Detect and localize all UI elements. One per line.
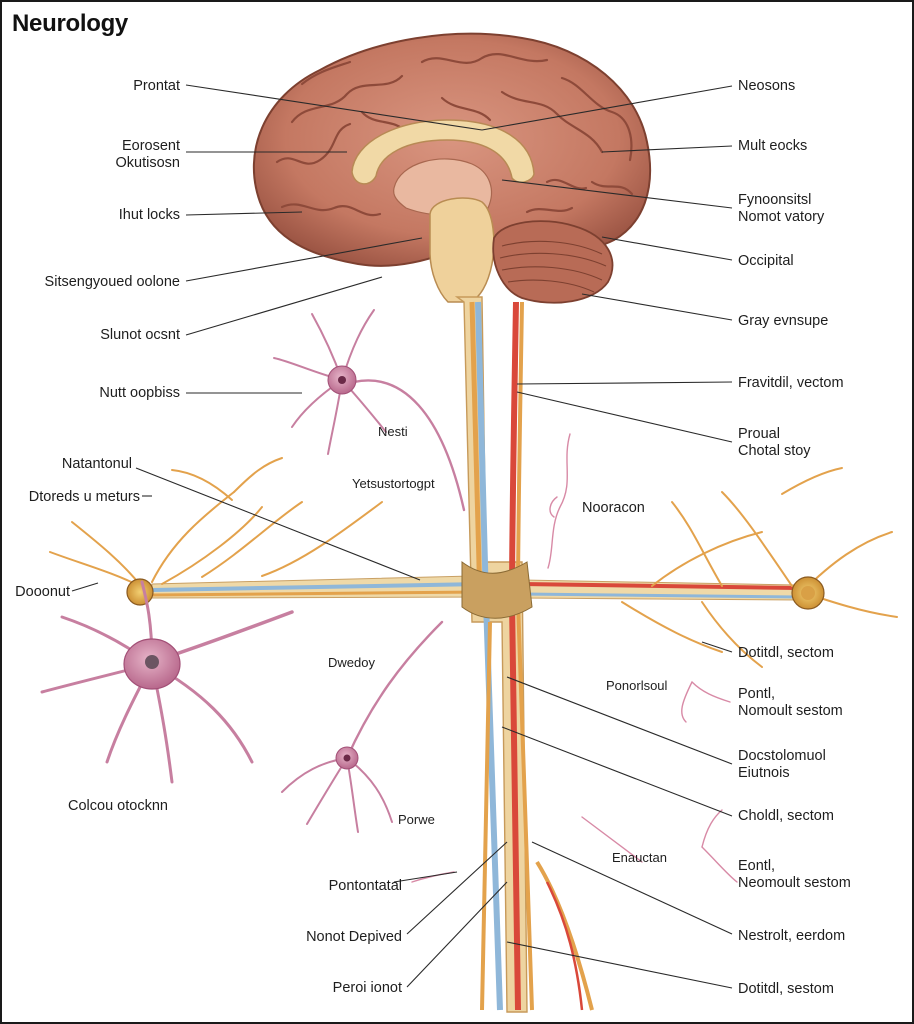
label-right-5: Gray evnsupe — [738, 313, 828, 329]
label-inner-3: Nooracon — [582, 500, 645, 516]
label-inner-2: Yetsustortogpt — [352, 476, 435, 491]
label-right-4: Occipital — [738, 253, 794, 269]
labels-inner: Nesti Yetsustortogpt Nooracon Dwedoy Pon… — [328, 424, 668, 865]
label-left-11: Pontontatal — [329, 878, 402, 894]
cerebellum — [492, 220, 614, 304]
label-right-13: Nestrolt, eerdom — [738, 928, 845, 944]
label-left-10: Colcou otocknn — [68, 798, 168, 814]
page-title: Neurology — [12, 10, 128, 37]
left-ganglion — [126, 578, 154, 606]
label-right-1: Neosons — [738, 78, 795, 94]
label-right-14: Dotitdl, sestom — [738, 981, 834, 997]
label-inner-5: Ponorlsoul — [606, 678, 668, 693]
label-left-13: Peroi ionot — [333, 980, 402, 996]
horizontal-nerve-bundle — [151, 561, 798, 619]
label-left-9: Dooonut — [15, 584, 70, 600]
label-right-6: Fravitdil, vectom — [738, 375, 844, 391]
label-inner-7: Porwe — [398, 812, 435, 827]
label-right-11: Choldl, sectom — [738, 808, 834, 824]
label-inner-1: Nesti — [378, 424, 408, 439]
label-right-12: Eontl,Neomoult sestom — [738, 858, 851, 891]
label-left-4: Sitsengyoued oolone — [45, 274, 180, 290]
label-right-9: Pontl,Nomoult sestom — [738, 686, 843, 719]
label-inner-4: Dwedoy — [328, 655, 375, 670]
label-left-12: Nonot Depived — [306, 929, 402, 945]
leader-lines — [71, 84, 733, 989]
corpus-callosum — [351, 119, 535, 185]
label-left-1: Prontat — [133, 78, 180, 94]
label-left-8: Dtoreds u meturs — [29, 489, 140, 505]
label-left-5: Slunot ocsnt — [100, 327, 180, 343]
label-right-2: Mult eocks — [738, 138, 807, 154]
brain — [252, 32, 652, 304]
label-right-8: Dotitdl, sectom — [738, 645, 834, 661]
neuron-large — [40, 580, 294, 784]
neuron-upper — [273, 309, 466, 512]
neuron-lower — [281, 620, 444, 833]
label-inner-6: Enauctan — [612, 850, 667, 865]
label-left-6: Nutt oopbiss — [99, 385, 180, 401]
brainstem — [429, 197, 495, 303]
label-left-7: Natantonul — [62, 456, 132, 472]
label-left-3: Ihut locks — [119, 207, 180, 223]
